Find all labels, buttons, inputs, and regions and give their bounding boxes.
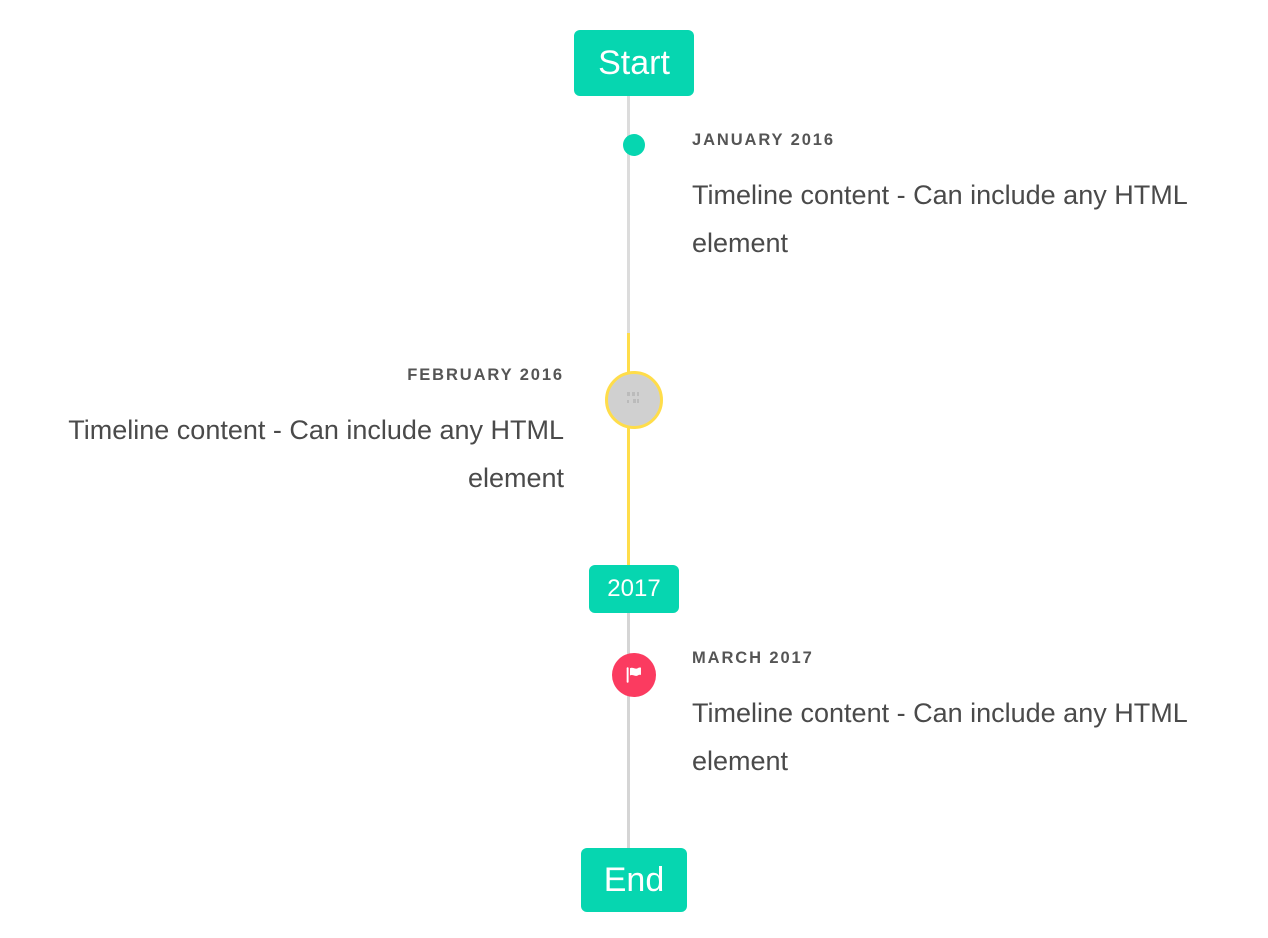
- timeline-marker-february-2016[interactable]: [605, 371, 663, 429]
- timeline-date-february-2016: FEBRUARY 2016: [407, 366, 564, 384]
- timeline-content-january-2016: JANUARY 2016 Timeline content - Can incl…: [692, 132, 1232, 267]
- timeline-body-january-2016: Timeline content - Can include any HTML …: [692, 179, 1187, 258]
- timeline-end-chip[interactable]: End: [581, 848, 687, 912]
- timeline-body-march-2017: Timeline content - Can include any HTML …: [692, 697, 1187, 776]
- timeline-date-january-2016: JANUARY 2016: [692, 131, 835, 149]
- timeline-body-february-2016: Timeline content - Can include any HTML …: [68, 414, 564, 493]
- timeline-content-march-2017: MARCH 2017 Timeline content - Can includ…: [692, 650, 1232, 785]
- timeline-marker-march-2017[interactable]: [612, 653, 656, 697]
- timeline-date-march-2017: MARCH 2017: [692, 649, 814, 667]
- timeline-rail-gray-lower: [627, 612, 630, 851]
- timeline-start-chip[interactable]: Start: [574, 30, 694, 96]
- flag-icon: [626, 667, 641, 683]
- timeline-content-february-2016: FEBRUARY 2016 Timeline content - Can inc…: [36, 367, 564, 502]
- timeline-rail-gray-upper: [627, 95, 630, 335]
- timeline-marker-january-2016[interactable]: [623, 134, 645, 156]
- timeline-rail-yellow: [627, 333, 630, 567]
- broken-image-placeholder-icon: [626, 391, 642, 409]
- timeline-year-chip-2017[interactable]: 2017: [589, 565, 679, 613]
